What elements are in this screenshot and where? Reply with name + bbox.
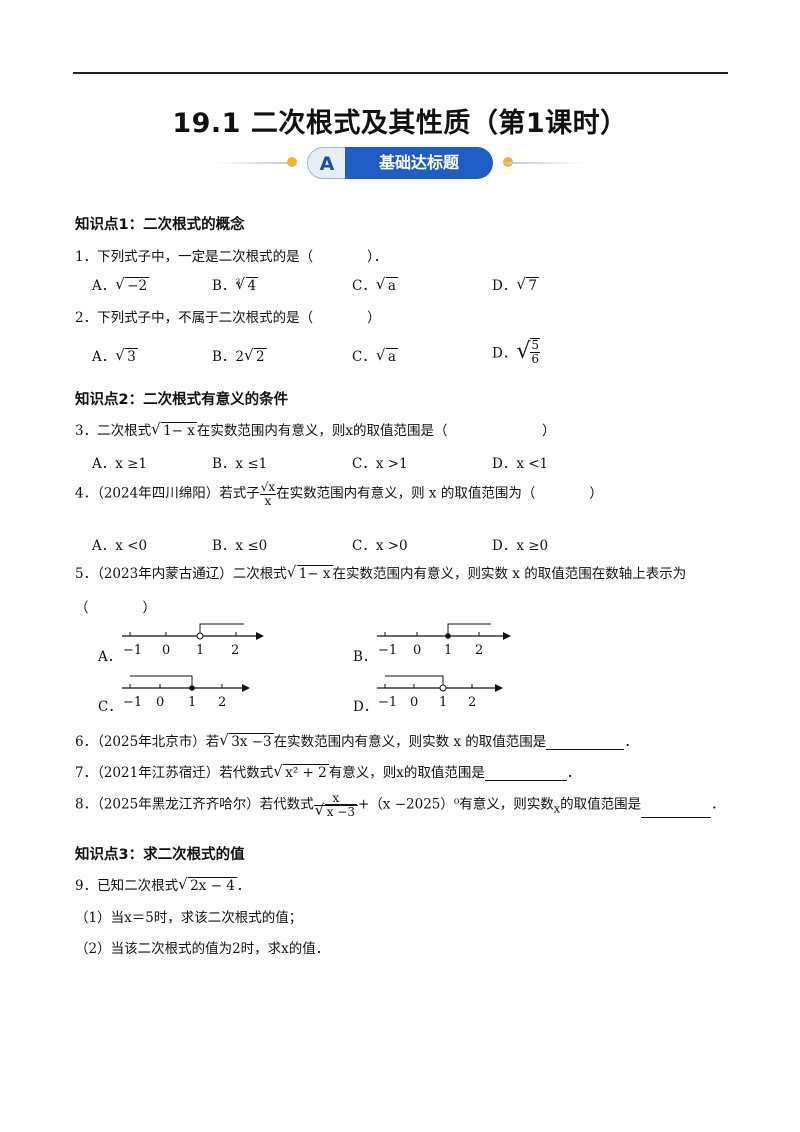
- q4-option-d: D．x ≥0: [492, 538, 549, 554]
- tick-label: 2: [468, 695, 476, 710]
- banner-line-right: [505, 162, 585, 164]
- question-9-part-1: （1）当x＝5时，求该二次根式的值；: [75, 910, 303, 926]
- tick-label: 2: [218, 695, 226, 710]
- q6-answer-blank[interactable]: [546, 749, 625, 750]
- tick-label: 1: [439, 695, 447, 710]
- q5-option-b-label: B．: [353, 649, 377, 665]
- question-9: 9．已知二次根式2x − 4．: [75, 874, 250, 894]
- tick-label: 0: [413, 643, 421, 658]
- section-heading-3: 知识点3：求二次根式的值: [75, 847, 245, 863]
- section-heading-1: 知识点1：二次根式的概念: [75, 217, 245, 233]
- q3-option-a: A．x ≥1: [92, 456, 148, 472]
- q5-option-d-label: D．: [353, 699, 378, 715]
- top-rule: [73, 72, 728, 74]
- q5-option-a-numberline: −1 0 1 2: [122, 623, 264, 658]
- tick-label: −1: [378, 643, 397, 658]
- tick-label: −1: [378, 695, 397, 710]
- q2-option-a: A．3: [92, 345, 138, 365]
- q1-option-b: B．34: [212, 274, 259, 294]
- q4-option-c: C．x >0: [352, 538, 408, 554]
- question-1: 1．下列式子中，一定是二次根式的是（ ）．: [75, 249, 388, 265]
- q3-option-b: B．x ≤1: [212, 456, 268, 472]
- tick-label: 1: [444, 643, 452, 658]
- level-banner: A 基础达标题: [215, 147, 585, 181]
- question-9-part-2: （2）当该二次根式的值为2时，求x的值．: [75, 941, 330, 957]
- q8-answer-blank[interactable]: [641, 817, 712, 819]
- question-2: 2．下列式子中，不属于二次根式的是（ ）: [75, 310, 381, 326]
- tick-label: 0: [410, 695, 418, 710]
- q5-option-a-label: A．: [98, 649, 122, 665]
- banner-dot-left: [287, 157, 297, 167]
- banner-line-left: [215, 162, 295, 164]
- tick-label: 0: [156, 695, 164, 710]
- tick-label: 2: [231, 643, 239, 658]
- q5-option-c-numberline: −1 0 1 2: [122, 675, 250, 710]
- q7-answer-blank[interactable]: [484, 780, 567, 781]
- tick-label: 1: [196, 643, 204, 658]
- tick-label: −1: [123, 643, 142, 658]
- q3-option-d: D．x <1: [492, 456, 549, 472]
- q1-option-c: C．a: [352, 274, 398, 294]
- level-badge: A 基础达标题: [307, 147, 493, 179]
- page-title: 19.1 二次根式及其性质（第1课时）: [172, 108, 628, 139]
- tick-label: 1: [188, 695, 196, 710]
- q5-option-b-numberline: −1 0 1 2: [377, 623, 511, 658]
- q4-option-b: B．x ≤0: [212, 538, 268, 554]
- badge-letter: A: [307, 147, 347, 179]
- q3-option-c: C．x >1: [352, 456, 408, 472]
- badge-label: 基础达标题: [345, 147, 493, 179]
- q5-option-c-label: C．: [98, 699, 122, 715]
- tick-label: 2: [475, 643, 483, 658]
- q4-option-a: A．x <0: [92, 538, 148, 554]
- q2-option-c: C．a: [352, 345, 398, 365]
- q1-option-d: D．7: [492, 274, 539, 294]
- q2-option-b: B．22: [212, 345, 267, 365]
- question-8: 8．（2025年黑龙江齐齐哈尔）若代数式xx −3+（x −2025）⁰有意义，…: [75, 792, 725, 819]
- tick-label: 0: [162, 643, 170, 658]
- q5-answer-paren: （ ）: [75, 600, 156, 616]
- q1-option-a: A．−2: [92, 274, 150, 294]
- section-heading-2: 知识点2：二次根式有意义的条件: [75, 392, 289, 408]
- q5-option-d-numberline: −1 0 1 2: [377, 675, 503, 710]
- tick-label: −1: [123, 695, 142, 710]
